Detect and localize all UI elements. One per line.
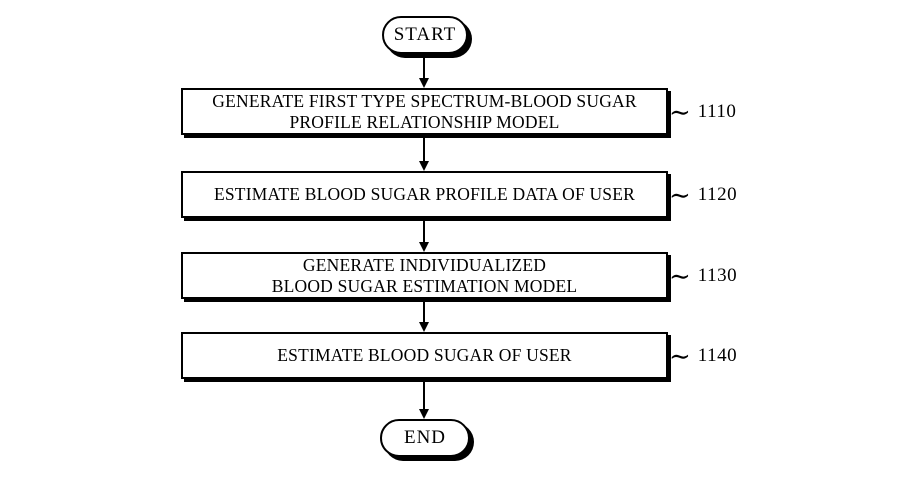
process-text-line: BLOOD SUGAR ESTIMATION MODEL <box>271 275 578 296</box>
arrow-step2-to-step3 <box>418 220 430 252</box>
end-label: END <box>403 427 447 448</box>
ref-number: 1110 <box>697 100 737 122</box>
arrow-down-icon <box>419 161 429 171</box>
arrow-down-icon <box>419 78 429 88</box>
arrow-step3-to-step4 <box>418 301 430 332</box>
arrow-line <box>423 137 425 161</box>
process-box-generate-relationship-model: GENERATE FIRST TYPE SPECTRUM-BLOOD SUGAR… <box>181 88 668 135</box>
arrow-down-icon <box>419 322 429 332</box>
ref-label-1130: ∼ 1130 <box>669 252 737 299</box>
start-label: START <box>393 24 457 45</box>
arrow-down-icon <box>419 409 429 419</box>
arrow-line <box>423 56 425 78</box>
process-text-line: PROFILE RELATIONSHIP MODEL <box>289 111 560 132</box>
arrow-line <box>423 220 425 242</box>
ref-number: 1120 <box>697 183 738 205</box>
ref-label-1110: ∼ 1110 <box>669 88 736 135</box>
tilde-connector: ∼ <box>669 180 691 210</box>
ref-label-1120: ∼ 1120 <box>669 171 737 218</box>
process-box-estimate-blood-sugar: ESTIMATE BLOOD SUGAR OF USER <box>181 332 668 379</box>
start-terminal: START <box>382 16 468 54</box>
process-text-line: ESTIMATE BLOOD SUGAR OF USER <box>277 345 572 365</box>
tilde-connector: ∼ <box>669 97 691 127</box>
process-box-estimate-profile-data: ESTIMATE BLOOD SUGAR PROFILE DATA OF USE… <box>181 171 668 218</box>
tilde-connector: ∼ <box>669 341 691 371</box>
arrow-line <box>423 301 425 322</box>
arrow-step4-to-end <box>418 381 430 419</box>
ref-number: 1140 <box>697 344 738 366</box>
tilde-connector: ∼ <box>669 261 691 291</box>
process-text-line: GENERATE FIRST TYPE SPECTRUM-BLOOD SUGAR <box>212 90 637 111</box>
arrow-start-to-step1 <box>418 56 430 88</box>
process-text-line: GENERATE INDIVIDUALIZED <box>302 254 547 275</box>
end-terminal: END <box>380 419 470 457</box>
process-text-line: ESTIMATE BLOOD SUGAR PROFILE DATA OF USE… <box>213 184 635 204</box>
arrow-down-icon <box>419 242 429 252</box>
arrow-line <box>423 381 425 409</box>
ref-label-1140: ∼ 1140 <box>669 332 737 379</box>
process-box-generate-individualized-model: GENERATE INDIVIDUALIZED BLOOD SUGAR ESTI… <box>181 252 668 299</box>
arrow-step1-to-step2 <box>418 137 430 171</box>
ref-number: 1130 <box>697 264 738 286</box>
